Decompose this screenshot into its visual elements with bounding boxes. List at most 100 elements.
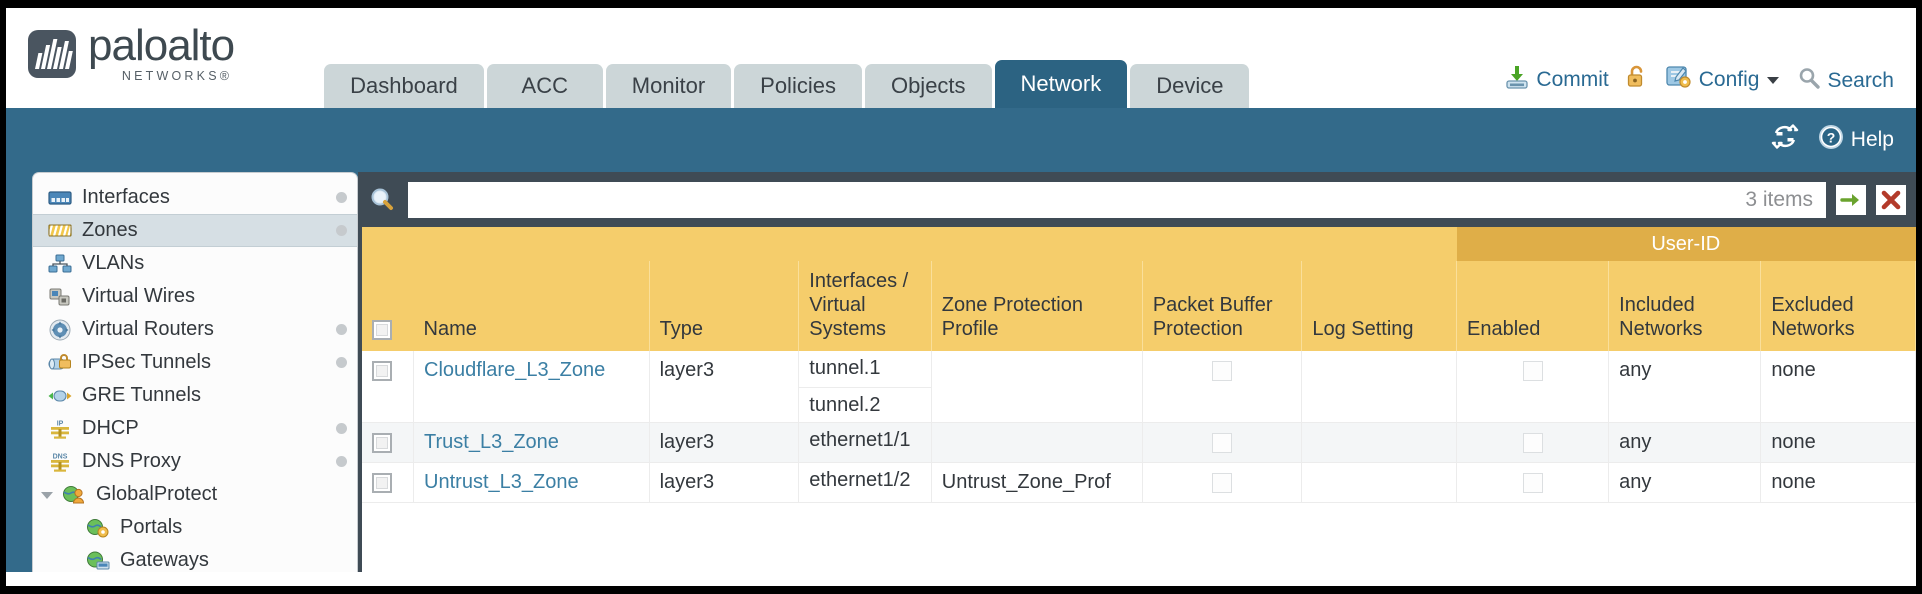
cell-log-setting — [1301, 462, 1458, 503]
lock-button[interactable] — [1617, 64, 1657, 96]
row-checkbox[interactable] — [372, 360, 392, 381]
filter-toolbar: 3 items — [362, 172, 1916, 227]
config-menu-button[interactable]: Config — [1657, 64, 1790, 96]
sidebar-item-gateways[interactable]: Gateways — [33, 544, 357, 572]
tab-monitor[interactable]: Monitor — [605, 63, 732, 108]
help-button[interactable]: ? Help — [1817, 123, 1894, 157]
config-icon — [1665, 64, 1693, 96]
userid-enabled-checkbox[interactable] — [1522, 472, 1543, 493]
commit-label: Commit — [1536, 68, 1609, 91]
sidebar-item-label: Virtual Wires — [82, 285, 195, 307]
sidebar-item-globalprotect[interactable]: GlobalProtect — [33, 478, 357, 511]
ipsec-tunnels-icon — [47, 353, 73, 373]
paloalto-logo-icon — [28, 30, 76, 78]
sidebar-item-label: Zones — [82, 219, 138, 241]
sidebar-item-dhcp[interactable]: IP DHCP — [33, 412, 357, 445]
interfaces-icon — [47, 188, 73, 208]
packet-buffer-protection-checkbox[interactable] — [1212, 472, 1233, 493]
cell-interfaces: tunnel.1 tunnel.2 — [798, 351, 932, 423]
sidebar-item-label: Virtual Routers — [82, 318, 214, 340]
commit-button[interactable]: Commit — [1496, 64, 1616, 96]
sidebar-item-portals[interactable]: Portals — [33, 511, 357, 544]
tab-acc[interactable]: ACC — [486, 63, 603, 108]
cell-excluded-networks: none — [1760, 422, 1916, 463]
table-row[interactable]: Trust_L3_Zone layer3 ethernet1/1 — [362, 422, 1916, 463]
zones-table: User-ID Name Type Interfaces / Virtual S… — [362, 227, 1916, 503]
cell-type: layer3 — [649, 462, 800, 503]
userid-enabled-checkbox[interactable] — [1522, 432, 1543, 453]
packet-buffer-protection-checkbox[interactable] — [1212, 432, 1233, 453]
sidebar-item-ipsec-tunnels[interactable]: IPSec Tunnels — [33, 346, 357, 379]
sidebar-item-virtual-wires[interactable]: Virtual Wires — [33, 280, 357, 313]
sidebar-item-gre-tunnels[interactable]: GRE Tunnels — [33, 379, 357, 412]
chevron-down-icon — [1765, 68, 1781, 92]
help-label: Help — [1850, 128, 1894, 151]
item-count-label: 3 items — [1745, 187, 1813, 211]
zone-name-link[interactable]: Untrust_L3_Zone — [424, 471, 579, 493]
interface-entry: ethernet1/2 — [809, 469, 911, 491]
table-header-row: Name Type Interfaces / Virtual Systems Z… — [362, 261, 1916, 351]
select-all-header — [362, 261, 414, 351]
filter-input-wrapper: 3 items — [408, 181, 1826, 218]
row-checkbox[interactable] — [372, 432, 392, 453]
cell-included-networks: any — [1608, 462, 1762, 503]
tab-dashboard[interactable]: Dashboard — [324, 63, 484, 108]
tab-policies[interactable]: Policies — [734, 63, 862, 108]
cell-packet-buffer-protection — [1142, 351, 1303, 423]
col-zone-protection-profile[interactable]: Zone Protection Profile — [931, 261, 1143, 351]
unlock-icon — [1625, 64, 1649, 96]
col-excluded-networks[interactable]: Excluded Networks — [1760, 261, 1916, 351]
apply-filter-button[interactable] — [1836, 184, 1866, 215]
cell-userid-enabled — [1456, 351, 1610, 423]
expand-collapse-caret-icon[interactable] — [39, 487, 55, 503]
sidebar-item-label: Portals — [120, 516, 183, 538]
row-checkbox[interactable] — [372, 472, 392, 493]
filter-search-icon[interactable] — [368, 185, 398, 215]
header-actions: Commit — [1496, 64, 1916, 108]
select-all-checkbox[interactable] — [372, 319, 392, 340]
brand-name: paloalto — [88, 21, 235, 71]
table-row[interactable]: Cloudflare_L3_Zone layer3 tunnel.1 tunne… — [362, 351, 1916, 423]
sidebar-item-label: DNS Proxy — [82, 450, 181, 472]
col-name[interactable]: Name — [413, 261, 650, 351]
col-included-networks[interactable]: Included Networks — [1608, 261, 1762, 351]
sidebar-item-vlans[interactable]: VLANs — [33, 247, 357, 280]
tab-objects[interactable]: Objects — [864, 63, 992, 108]
virtual-routers-icon — [47, 319, 73, 340]
globalprotect-icon — [61, 485, 87, 505]
search-button[interactable]: Search — [1789, 66, 1902, 96]
sidebar-item-zones[interactable]: Zones — [33, 214, 357, 247]
sidebar-item-label: VLANs — [82, 252, 145, 274]
zones-table-wrapper: User-ID Name Type Interfaces / Virtual S… — [362, 227, 1916, 572]
table-row[interactable]: Untrust_L3_Zone layer3 ethernet1/2 Untru… — [362, 462, 1916, 503]
status-dot — [336, 456, 347, 467]
tab-device[interactable]: Device — [1130, 63, 1250, 108]
zone-name-link[interactable]: Cloudflare_L3_Zone — [424, 359, 606, 381]
col-interfaces[interactable]: Interfaces / Virtual Systems — [798, 261, 932, 351]
refresh-icon — [1771, 124, 1799, 156]
cell-type: layer3 — [649, 351, 800, 423]
portals-icon — [85, 518, 111, 538]
zone-name-link[interactable]: Trust_L3_Zone — [424, 431, 559, 453]
userid-enabled-checkbox[interactable] — [1522, 360, 1543, 381]
col-log-setting[interactable]: Log Setting — [1301, 261, 1458, 351]
cell-zone-protection-profile: Untrust_Zone_Prof — [931, 462, 1143, 503]
col-userid-enabled[interactable]: Enabled — [1456, 261, 1610, 351]
sidebar-item-interfaces[interactable]: Interfaces — [33, 181, 357, 214]
sidebar-item-virtual-routers[interactable]: Virtual Routers — [33, 313, 357, 346]
interface-entry: tunnel.1 — [799, 351, 931, 388]
sidebar-item-dns-proxy[interactable]: DNS DNS Proxy — [33, 445, 357, 478]
cell-userid-enabled — [1456, 462, 1610, 503]
refresh-button[interactable] — [1771, 124, 1799, 156]
group-header-spacer — [362, 227, 1457, 261]
packet-buffer-protection-checkbox[interactable] — [1212, 360, 1233, 381]
clear-filter-button[interactable] — [1876, 184, 1906, 215]
cell-excluded-networks: none — [1760, 351, 1916, 423]
cell-name: Trust_L3_Zone — [413, 422, 650, 463]
sidebar-item-label: Gateways — [120, 549, 209, 571]
tab-network[interactable]: Network — [994, 59, 1128, 108]
col-packet-buffer-protection[interactable]: Packet Buffer Protection — [1142, 261, 1303, 351]
search-input[interactable] — [421, 187, 1736, 212]
col-type[interactable]: Type — [649, 261, 800, 351]
interface-entry: tunnel.2 — [809, 394, 881, 416]
